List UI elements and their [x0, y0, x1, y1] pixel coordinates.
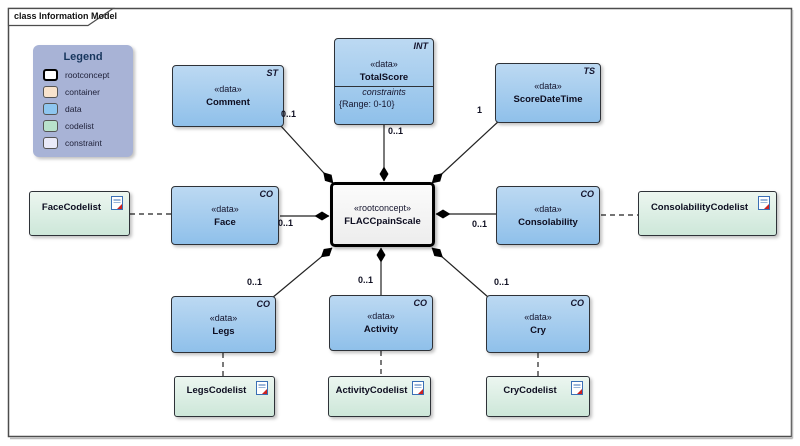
node-name: Cry — [530, 325, 546, 336]
rootconcept-swatch — [43, 68, 58, 81]
legend-label: data — [65, 103, 82, 114]
node-flaccpainscale[interactable]: «rootconcept» FLACCpainScale — [330, 182, 435, 247]
node-name: Legs — [212, 325, 235, 337]
legend-item-codelist: codelist — [43, 119, 133, 132]
type-tag: CO — [570, 298, 585, 308]
stereotype-label: «data» — [534, 81, 562, 91]
node-consolabilitycodelist[interactable]: ConsolabilityCodelist — [638, 191, 777, 236]
type-tag: CO — [259, 189, 274, 199]
node-name: LegsCodelist — [186, 385, 247, 396]
legend-item-constraint: constraint — [43, 136, 133, 149]
stereotype-label: «data» — [534, 203, 562, 214]
node-activity[interactable]: CO «data» Activity — [329, 295, 433, 351]
node-name: FLACCpainScale — [344, 215, 421, 227]
node-facecodelist[interactable]: FaceCodelist — [29, 191, 130, 236]
legend-item-rootconcept: rootconcept — [43, 68, 133, 81]
node-name: Consolability — [518, 216, 578, 228]
legend-label: constraint — [65, 137, 102, 148]
type-tag: INT — [413, 41, 429, 51]
codelist-document-icon — [758, 196, 770, 210]
node-name: Face — [214, 216, 236, 228]
legend-item-container: container — [43, 85, 133, 98]
node-body: «data» Face — [172, 187, 278, 244]
legend-label: container — [65, 86, 100, 97]
node-body: «data» Legs — [172, 297, 275, 352]
constraint-swatch — [43, 136, 58, 149]
stereotype-label: «data» — [370, 59, 398, 69]
stereotype-label: «data» — [209, 312, 238, 323]
legend-item-data: data — [43, 102, 133, 115]
node-name: CryCodelist — [503, 385, 557, 396]
node-body: «data» Cry — [487, 296, 589, 352]
legend-label: rootconcept — [65, 69, 110, 80]
codelist-document-icon — [571, 381, 583, 395]
stereotype-label: «rootconcept» — [353, 202, 412, 213]
legend-label: codelist — [65, 120, 94, 131]
type-tag: TS — [583, 66, 595, 76]
legend-title: Legend — [63, 51, 103, 63]
frame-title: class Information Model — [14, 11, 118, 21]
multiplicity-label-scoredatetime: 1 — [477, 105, 483, 115]
node-name: FaceCodelist — [41, 202, 102, 213]
stereotype-label: «data» — [367, 311, 395, 321]
constraint-value: {Range: 0-10} — [339, 99, 395, 109]
node-cry[interactable]: CO «data» Cry — [486, 295, 590, 353]
node-activitycodelist[interactable]: ActivityCodelist — [328, 376, 431, 417]
node-totalscore[interactable]: INT «data» TotalScore constraints {Range… — [334, 38, 434, 125]
constraints-compartment: constraints {Range: 0-10} — [335, 85, 433, 124]
node-body: «data» ScoreDateTime — [496, 64, 600, 122]
constraints-title: constraints — [362, 87, 406, 97]
multiplicity-label-consolability: 0..1 — [472, 219, 488, 229]
codelist-document-icon — [412, 381, 424, 395]
multiplicity-label-totalscore: 0..1 — [388, 126, 404, 136]
type-tag: CO — [413, 298, 428, 308]
node-body: «data» Activity — [330, 296, 432, 350]
node-body: «data» Consolability — [497, 187, 599, 244]
node-name: Comment — [206, 97, 250, 108]
codelist-swatch — [43, 119, 58, 132]
type-tag: CO — [580, 189, 595, 199]
multiplicity-label-activity: 0..1 — [358, 275, 374, 285]
node-body: «data» TotalScore — [335, 39, 433, 87]
codelist-document-icon — [256, 381, 268, 395]
node-face[interactable]: CO «data» Face — [171, 186, 279, 245]
multiplicity-label-face: 0..1 — [278, 218, 294, 228]
node-consolability[interactable]: CO «data» Consolability — [496, 186, 600, 245]
node-crycodelist[interactable]: CryCodelist — [486, 376, 590, 417]
codelist-document-icon — [111, 196, 123, 210]
multiplicity-label-cry: 0..1 — [494, 277, 510, 287]
type-tag: CO — [256, 299, 271, 309]
data-swatch — [43, 102, 58, 115]
stereotype-label: «data» — [524, 312, 552, 322]
node-legscodelist[interactable]: LegsCodelist — [174, 376, 275, 417]
multiplicity-label-legs: 0..1 — [247, 277, 263, 287]
legend: Legend rootconcept container data codeli… — [33, 45, 133, 157]
container-swatch — [43, 85, 58, 98]
node-legs[interactable]: CO «data» Legs — [171, 296, 276, 353]
multiplicity-label-comment: 0..1 — [281, 109, 297, 119]
node-name: ActivityCodelist — [335, 385, 408, 396]
node-name: Activity — [363, 324, 399, 335]
stereotype-label: «data» — [211, 203, 239, 214]
node-name: ConsolabilityCodelist — [650, 202, 749, 213]
node-scoredatetime[interactable]: TS «data» ScoreDateTime — [495, 63, 601, 123]
stereotype-label: «data» — [214, 84, 242, 94]
type-tag: ST — [266, 68, 278, 78]
node-name: ScoreDateTime — [513, 94, 583, 105]
node-body: «data» Comment — [173, 66, 283, 126]
node-name: TotalScore — [359, 72, 409, 83]
node-comment[interactable]: ST «data» Comment — [172, 65, 284, 127]
